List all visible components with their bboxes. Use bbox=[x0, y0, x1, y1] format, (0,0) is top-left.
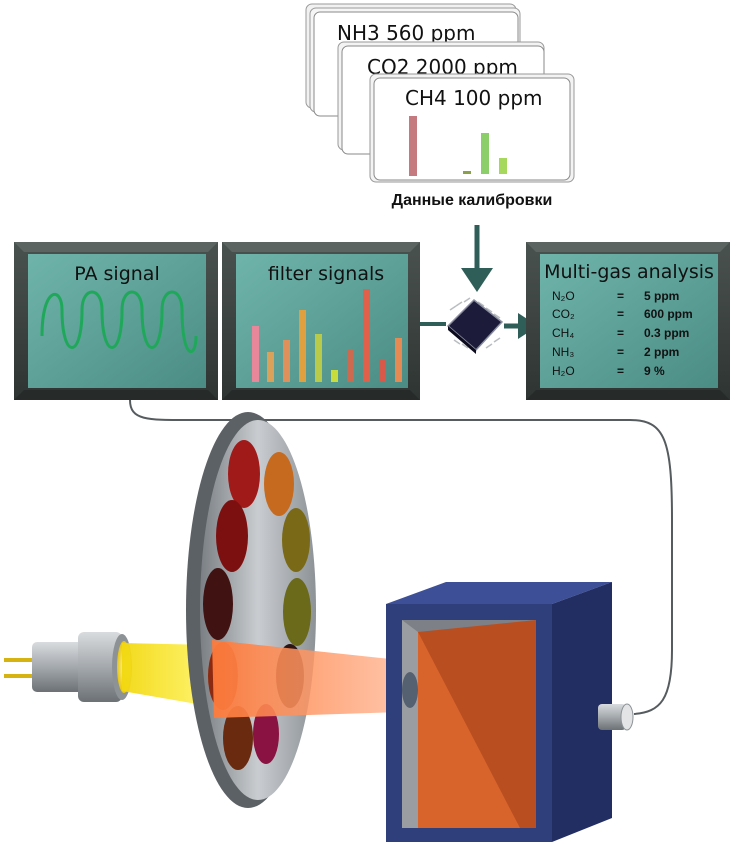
filter-bar bbox=[283, 340, 290, 382]
filter-bar bbox=[347, 350, 354, 382]
gas-row: N₂O = 5 ppm bbox=[552, 289, 679, 303]
gas-eq: = bbox=[617, 345, 624, 359]
gas-row: H₂O = 9 % bbox=[552, 364, 665, 378]
gas-eq: = bbox=[617, 289, 624, 303]
arrow-down-icon bbox=[461, 225, 493, 292]
gas-name: CH₄ bbox=[552, 326, 574, 340]
card-label: NH3 560 ppm bbox=[337, 21, 476, 45]
gas-value: 2 ppm bbox=[644, 345, 679, 359]
gas-value: 0.3 ppm bbox=[644, 326, 689, 340]
gas-row: CH₄ = 0.3 ppm bbox=[552, 326, 689, 340]
monitor-multi-gas: Multi-gas analysis N₂O = 5 ppm CO₂ = 600… bbox=[526, 242, 730, 400]
gas-eq: = bbox=[617, 364, 624, 378]
card-label: CH4 100 ppm bbox=[405, 86, 543, 110]
filter-bar bbox=[267, 352, 274, 382]
calibration-caption: Данные калибровки bbox=[392, 192, 553, 209]
gas-eq: = bbox=[617, 326, 624, 340]
gas-table: N₂O = 5 ppm CO₂ = 600 ppm CH₄ = 0.3 ppm … bbox=[552, 289, 693, 378]
monitor-filter-signals: filter signals bbox=[222, 242, 420, 400]
gas-eq: = bbox=[617, 307, 624, 321]
gas-name: H₂O bbox=[552, 364, 575, 378]
gas-value: 600 ppm bbox=[644, 307, 693, 321]
filter-bar bbox=[363, 289, 370, 382]
photoacoustic-cell bbox=[386, 582, 612, 842]
calibration-card-ch4: CH4 100 ppm bbox=[373, 77, 571, 181]
signal-cable bbox=[129, 399, 673, 715]
gas-row: CO₂ = 600 ppm bbox=[552, 307, 693, 321]
gas-name: CO₂ bbox=[552, 307, 575, 321]
filter-bar bbox=[315, 334, 322, 382]
monitor-pa-signal: PA signal bbox=[14, 242, 218, 400]
pa-sine-wave bbox=[40, 290, 198, 354]
gas-value: 5 ppm bbox=[644, 289, 679, 303]
gas-row: NH₃ = 2 ppm bbox=[552, 345, 679, 359]
screen-title: PA signal bbox=[74, 263, 159, 285]
filter-bar bbox=[379, 360, 386, 382]
spectrum-bar bbox=[409, 116, 417, 176]
spectrum-bar bbox=[481, 133, 489, 174]
spectrum-bar bbox=[463, 171, 471, 174]
screen-title: filter signals bbox=[268, 263, 384, 285]
calibration-stack: NH3 560 ppm CO2 2000 ppm CH4 100 ppm Дан… bbox=[305, 3, 575, 209]
gas-value: 9 % bbox=[644, 364, 665, 378]
gas-name: NH₃ bbox=[552, 345, 574, 359]
filter-bar bbox=[331, 370, 338, 382]
lamp-source bbox=[4, 632, 132, 702]
spectrum-bar bbox=[499, 158, 507, 174]
screen-title: Multi-gas analysis bbox=[544, 261, 714, 283]
orange-beam bbox=[212, 640, 400, 718]
microphone-icon bbox=[598, 703, 634, 731]
filter-bar bbox=[252, 326, 259, 382]
processor-chip-icon bbox=[446, 297, 504, 354]
filter-bars bbox=[252, 289, 402, 382]
filter-bar bbox=[299, 310, 306, 382]
filter-bar bbox=[395, 338, 402, 382]
gas-name: N₂O bbox=[552, 289, 575, 303]
filter-wheel bbox=[186, 412, 316, 808]
